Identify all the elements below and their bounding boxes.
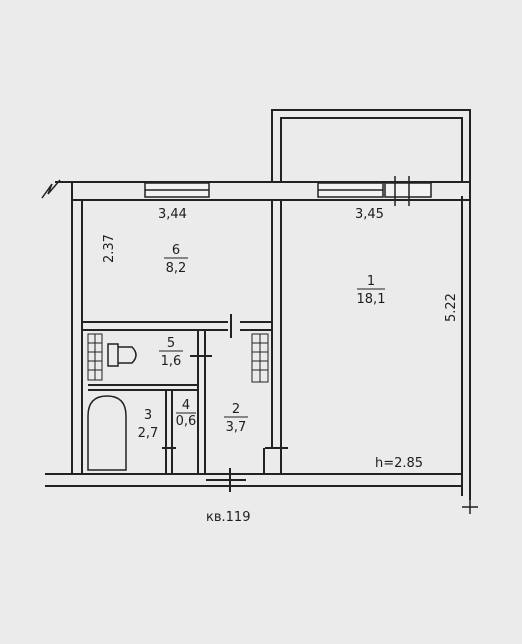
door-marks bbox=[162, 314, 288, 492]
toilet-icon bbox=[107, 343, 137, 367]
room-number: 5 bbox=[167, 336, 175, 351]
room-number: 6 bbox=[172, 243, 180, 258]
apartment-label: кв.119 bbox=[206, 510, 250, 525]
room-label-2: 2 3,7 bbox=[224, 402, 248, 435]
wall-bath-closet bbox=[165, 390, 173, 474]
wall-bath-wc bbox=[88, 384, 198, 391]
balcony bbox=[271, 109, 471, 182]
vent-hall bbox=[251, 333, 269, 383]
window-room1 bbox=[317, 182, 384, 198]
room-area: 0,6 bbox=[176, 414, 197, 429]
dim-room6-depth: 2.37 bbox=[102, 234, 117, 263]
room-number: 1 bbox=[367, 274, 375, 289]
dim-room1-depth: 5.22 bbox=[444, 293, 459, 322]
bathtub-icon bbox=[87, 395, 127, 471]
room-area: 2,7 bbox=[138, 426, 159, 441]
room-area: 8,2 bbox=[166, 261, 187, 276]
room-area: 3,7 bbox=[226, 420, 247, 435]
room-number: 3 bbox=[144, 408, 152, 423]
room-label-6: 6 8,2 bbox=[164, 243, 188, 276]
balcony-door bbox=[384, 176, 432, 206]
room-number: 2 bbox=[232, 402, 240, 417]
room-label-4: 4 0,6 bbox=[176, 398, 197, 429]
dim-room6-width: 3,44 bbox=[158, 207, 187, 222]
wall-right bbox=[461, 182, 471, 500]
break-mark bbox=[41, 179, 61, 199]
room-area: 1,6 bbox=[161, 354, 182, 369]
room-number: 4 bbox=[182, 398, 190, 413]
wall-left bbox=[71, 200, 83, 474]
room-label-5: 5 1,6 bbox=[159, 336, 183, 369]
wall-bottom bbox=[45, 473, 462, 487]
room-label-3: 3 2,7 bbox=[138, 408, 159, 441]
dim-room1-width: 3,45 bbox=[355, 207, 384, 222]
wall-wc-hall bbox=[197, 330, 206, 474]
wall-room6-room1 bbox=[271, 200, 282, 474]
window-room6 bbox=[144, 182, 210, 198]
vent-wc bbox=[87, 333, 103, 381]
wall-room6-bottom bbox=[82, 321, 272, 331]
bottom-right-mark bbox=[462, 500, 478, 514]
room-area: 18,1 bbox=[357, 292, 386, 307]
interior-walls bbox=[82, 200, 282, 474]
ceiling-height: h=2.85 bbox=[375, 456, 423, 471]
exterior-walls bbox=[45, 181, 471, 500]
room-label-1: 1 18,1 bbox=[357, 274, 386, 307]
